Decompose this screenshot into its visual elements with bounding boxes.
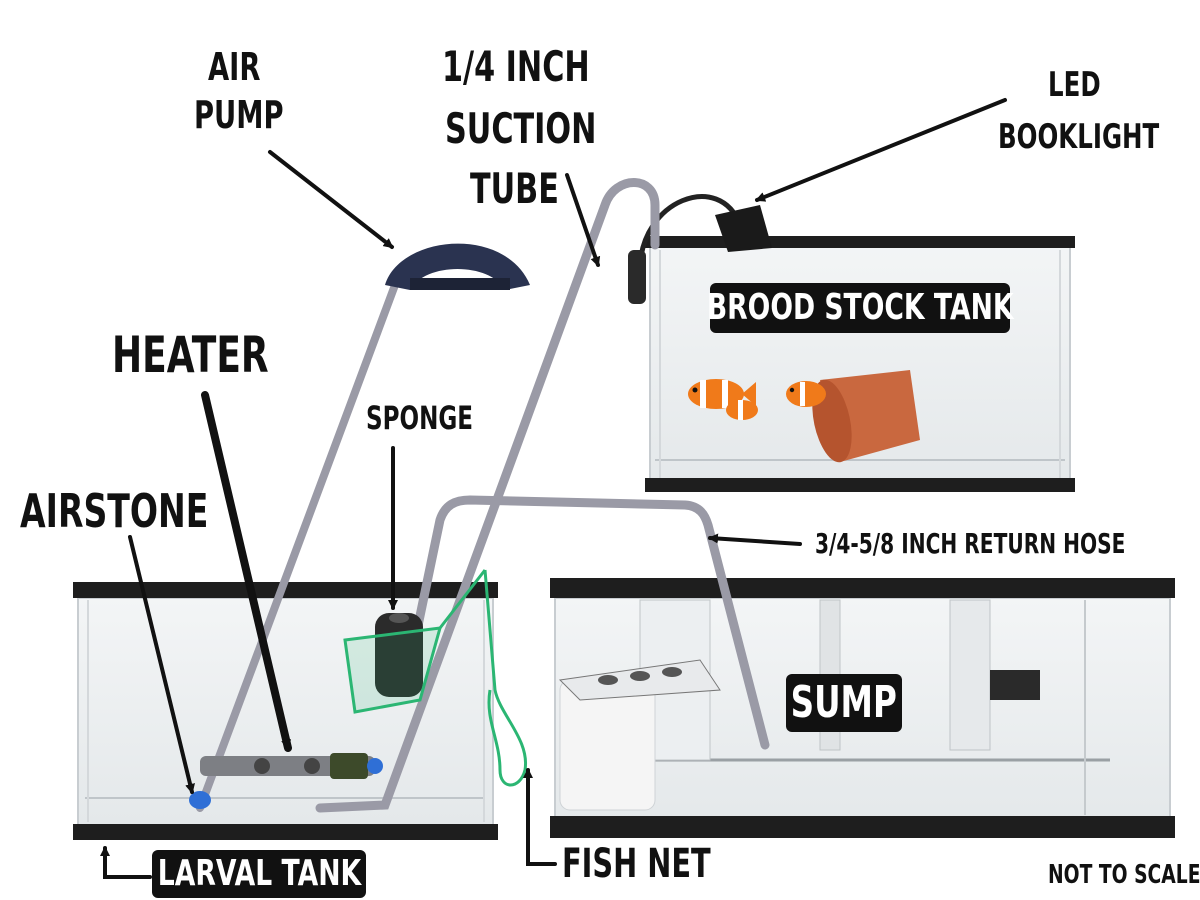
arrow-fish-net (523, 768, 557, 866)
clownfish-icon (726, 400, 758, 420)
heater-icon (200, 753, 383, 779)
label-fish-net: FISH NET (562, 841, 711, 887)
label-led-line1: LED (1048, 65, 1101, 105)
label-sump: SUMP (786, 674, 902, 732)
airstone-icon (189, 791, 211, 809)
clownfish-icon (688, 379, 756, 409)
arrow-suction-tube (565, 173, 601, 267)
filter-sock-icon (558, 659, 721, 811)
clownfish-icon (786, 381, 826, 407)
arrow-larval-tank (100, 846, 152, 879)
label-heater: HEATER (112, 326, 269, 384)
clay-pot-icon (812, 370, 920, 463)
label-sponge: SPONGE (366, 399, 473, 437)
arrow-airstone (128, 535, 195, 794)
label-larval-tank: LARVAL TANK (152, 850, 366, 898)
label-suction-line1: 1/4 INCH (442, 42, 590, 91)
arrow-return-hose (708, 533, 802, 546)
larval-tank (73, 582, 498, 840)
label-air-pump-line1: AIR (208, 45, 261, 89)
fish-net-icon (343, 569, 528, 787)
arrow-heater (201, 391, 292, 752)
arrows (100, 98, 1007, 879)
return-hose (410, 495, 770, 750)
label-suction-line2: SUCTION (445, 104, 597, 153)
label-airstone: AIRSTONE (20, 484, 209, 538)
label-return-hose: 3/4-5/8 INCH RETURN HOSE (815, 527, 1126, 560)
suction-tube (315, 178, 660, 813)
label-suction-line3: TUBE (470, 164, 559, 213)
led-booklight-icon (628, 194, 772, 304)
label-not-to-scale: NOT TO SCALE (1048, 860, 1200, 890)
air-pump-icon (385, 243, 530, 290)
label-air-pump-line2: PUMP (194, 93, 284, 137)
label-led-line2: BOOKLIGHT (998, 117, 1160, 157)
arrow-air-pump (268, 150, 394, 249)
arrow-led-booklight (755, 98, 1007, 202)
label-brood-stock-tank: BROOD STOCK TANK (707, 283, 1013, 333)
air-tube (196, 281, 399, 812)
